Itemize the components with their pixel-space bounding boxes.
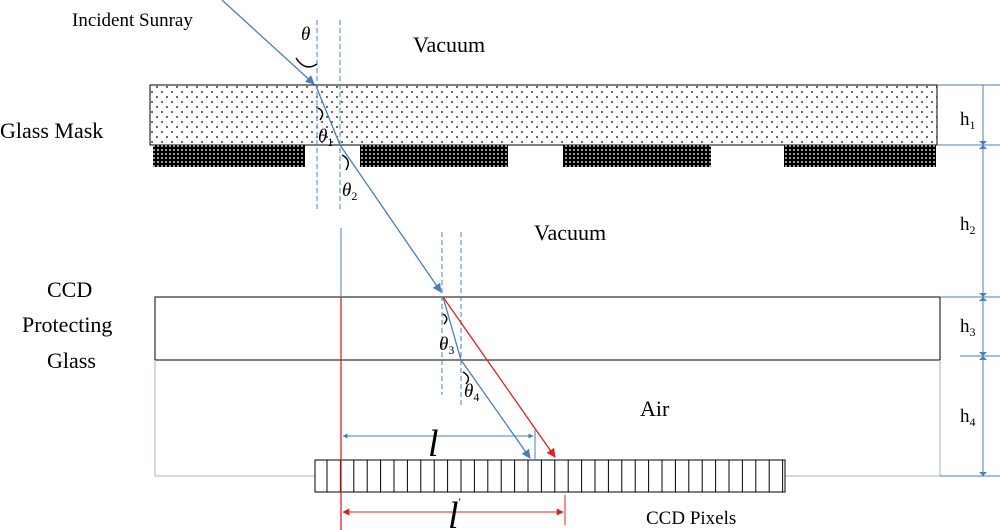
h2-label: h2 bbox=[960, 214, 976, 237]
ccd-pixel-array bbox=[314, 459, 786, 493]
red-ray bbox=[442, 296, 556, 458]
h4-label: h4 bbox=[960, 406, 976, 429]
l-label: l bbox=[428, 423, 439, 465]
ccd-pixels-label: CCD Pixels bbox=[646, 508, 736, 529]
air-label: Air bbox=[640, 396, 670, 421]
glass-mask-body bbox=[149, 84, 938, 146]
ray-in-mask bbox=[315, 85, 341, 146]
mask-strip-4 bbox=[784, 145, 936, 167]
incident-ray bbox=[221, 0, 315, 85]
mask-strip-1 bbox=[153, 145, 305, 167]
ccd-glass-label-2: Protecting bbox=[22, 312, 112, 337]
mask-strip-3 bbox=[563, 145, 711, 167]
ray-in-vacuum bbox=[339, 144, 442, 293]
mask-strip-2 bbox=[360, 145, 508, 167]
vacuum-mid-label: Vacuum bbox=[534, 220, 606, 245]
theta2-arc bbox=[341, 154, 349, 171]
h1-label: h1 bbox=[960, 109, 976, 132]
theta1-label: θ1 bbox=[318, 126, 333, 149]
glass-mask-label: Glass Mask bbox=[0, 118, 103, 143]
l-prime-label: l' bbox=[448, 495, 461, 530]
ray-in-air bbox=[460, 359, 531, 459]
h3-label: h3 bbox=[960, 316, 976, 339]
vacuum-top-label: Vacuum bbox=[413, 32, 485, 57]
theta-arc bbox=[295, 57, 318, 68]
theta3-arc bbox=[442, 313, 448, 325]
theta4-label: θ4 bbox=[464, 381, 479, 404]
theta-label: θ bbox=[301, 24, 310, 45]
ccd-protecting-glass bbox=[154, 296, 941, 361]
theta3-label: θ3 bbox=[439, 334, 454, 357]
ccd-glass-label-3: Glass bbox=[47, 348, 96, 373]
ccd-glass-label-1: CCD bbox=[47, 277, 92, 302]
theta2-label: θ2 bbox=[342, 180, 357, 203]
theta4-arc bbox=[462, 371, 470, 385]
ray-in-ccd-glass bbox=[442, 296, 462, 361]
incident-label: Incident Sunray bbox=[72, 10, 193, 31]
theta1-arc bbox=[317, 107, 324, 121]
